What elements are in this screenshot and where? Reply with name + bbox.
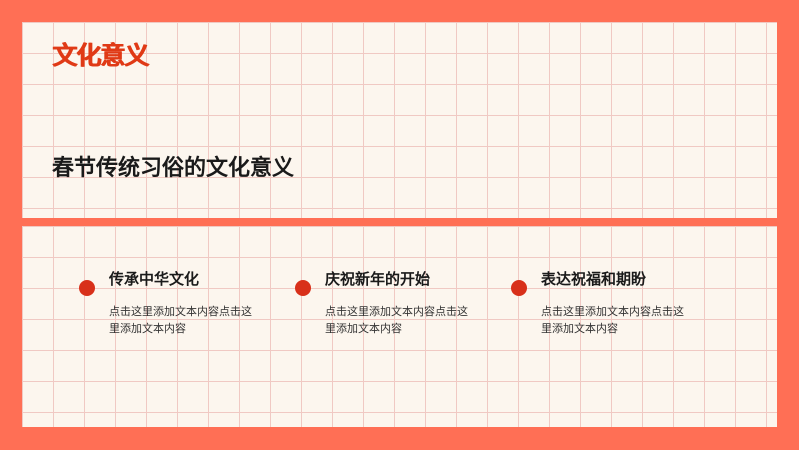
section-title: 文化意义 — [52, 41, 149, 70]
title-panel: 文化意义 春节传统习俗的文化意义 — [22, 22, 777, 218]
bullet-dot-icon — [79, 280, 95, 296]
bullet-dot-icon — [511, 280, 527, 296]
content-panel: 传承中华文化 点击这里添加文本内容点击这里添加文本内容 庆祝新年的开始 点击这里… — [22, 226, 777, 427]
main-heading: 春节传统习俗的文化意义 — [52, 156, 295, 181]
point-text: 点击这里添加文本内容点击这里添加文本内容 — [109, 305, 252, 335]
point-title: 庆祝新年的开始 — [325, 270, 431, 288]
bullet-dot-icon — [295, 280, 311, 296]
point-text: 点击这里添加文本内容点击这里添加文本内容 — [541, 305, 684, 335]
point-text: 点击这里添加文本内容点击这里添加文本内容 — [325, 305, 468, 335]
point-title: 表达祝福和期盼 — [541, 270, 647, 288]
point-title: 传承中华文化 — [109, 270, 200, 288]
